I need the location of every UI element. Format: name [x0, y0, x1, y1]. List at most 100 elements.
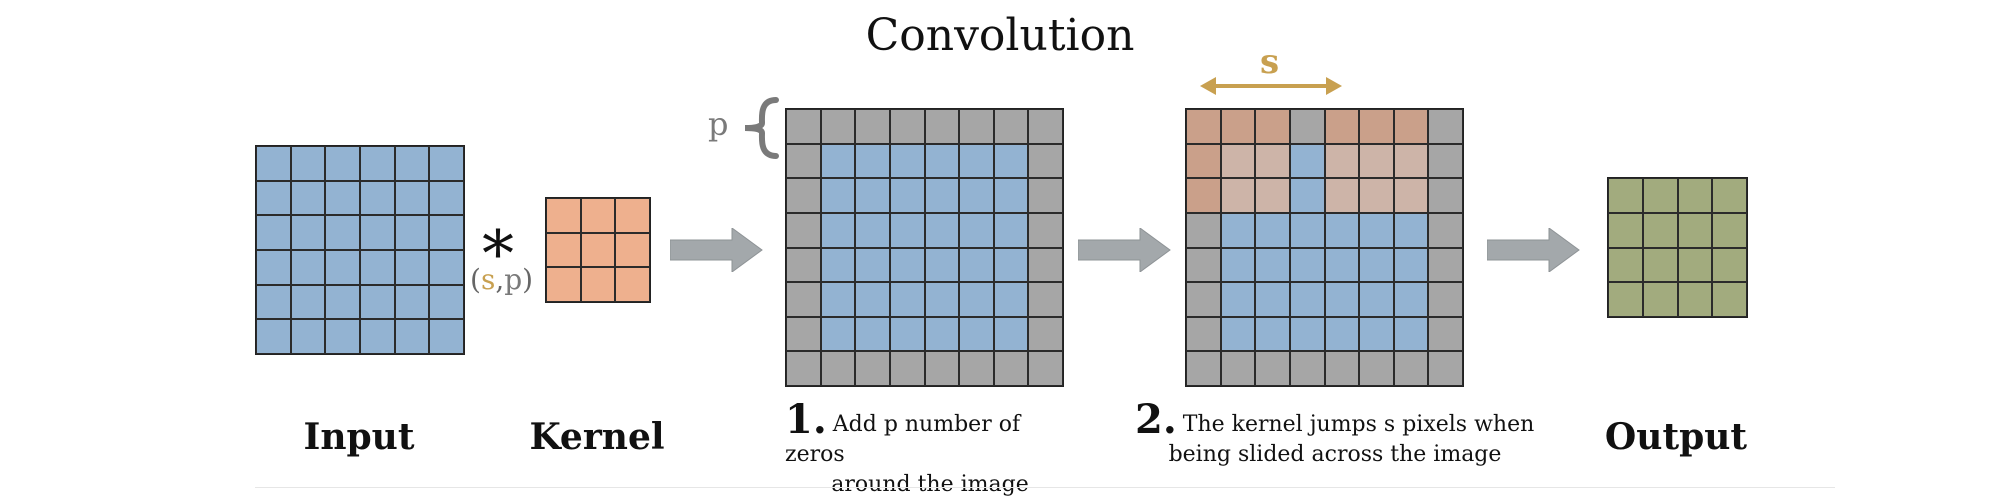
grid-cell — [1028, 316, 1063, 352]
grid-cell — [1186, 143, 1221, 179]
grid-cell — [786, 282, 821, 317]
grid-cell — [1393, 247, 1429, 283]
param-s: s — [480, 263, 496, 296]
grid-cell — [394, 319, 430, 354]
kernel-grid — [545, 197, 651, 303]
grid-cell — [394, 215, 430, 250]
bottom-divider — [255, 487, 1835, 488]
grid-cell — [1289, 109, 1325, 144]
grid-cell — [360, 215, 395, 250]
grid-cell — [993, 143, 1029, 179]
output-grid — [1607, 177, 1748, 318]
grid-cell — [1677, 282, 1713, 317]
grid-cell — [1186, 212, 1221, 248]
grid-cell — [1289, 282, 1325, 317]
grid-cell — [290, 284, 326, 320]
grid-cell — [1608, 247, 1643, 283]
grid-cell — [1028, 143, 1063, 179]
grid-cell — [959, 282, 994, 317]
grid-cell — [820, 143, 856, 179]
grid-cell — [360, 319, 395, 354]
grid-cell — [889, 109, 925, 144]
grid-cell — [1220, 143, 1256, 179]
grid-cell — [256, 215, 291, 250]
grid-cell — [924, 143, 960, 179]
grid-cell — [924, 316, 960, 352]
grid-cell — [855, 178, 890, 213]
grid-cell — [786, 316, 821, 352]
grid-cell — [1255, 282, 1290, 317]
grid-cell — [360, 284, 395, 320]
step-1-line-2: around the image — [831, 472, 1029, 497]
arrow-right-icon — [670, 228, 763, 272]
grid-cell — [855, 212, 890, 248]
grid-cell — [1642, 212, 1678, 248]
grid-cell — [1220, 282, 1256, 317]
grid-cell — [1428, 212, 1463, 248]
grid-cell — [924, 247, 960, 283]
grid-cell — [325, 284, 360, 320]
grid-cell — [325, 215, 360, 250]
grid-cell — [1186, 351, 1221, 386]
grid-cell — [1642, 282, 1678, 317]
grid-cell — [820, 212, 856, 248]
grid-cell — [1324, 109, 1360, 144]
grid-cell — [1255, 351, 1290, 386]
kernel-label: Kernel — [529, 416, 665, 458]
grid-cell — [786, 143, 821, 179]
grid-cell — [1428, 109, 1463, 144]
grid-cell — [1186, 282, 1221, 317]
grid-cell — [820, 351, 856, 386]
grid-cell — [1393, 178, 1429, 213]
grid-cell — [1359, 247, 1394, 283]
grid-cell — [1255, 109, 1290, 144]
grid-cell — [290, 319, 326, 354]
grid-cell — [1186, 247, 1221, 283]
step-2-number: 2. — [1135, 396, 1177, 443]
grid-cell — [993, 178, 1029, 213]
grid-cell — [1324, 282, 1360, 317]
grid-cell — [1428, 316, 1463, 352]
grid-cell — [1712, 247, 1747, 283]
grid-cell — [924, 178, 960, 213]
grid-cell — [429, 146, 464, 181]
grid-cell — [855, 282, 890, 317]
grid-cell — [924, 212, 960, 248]
grid-cell — [1220, 109, 1256, 144]
output-label: Output — [1604, 416, 1748, 458]
grid-cell — [959, 316, 994, 352]
grid-cell — [1028, 212, 1063, 248]
grid-cell — [1255, 316, 1290, 352]
grid-cell — [580, 198, 616, 233]
grid-cell — [360, 180, 395, 216]
grid-cell — [394, 180, 430, 216]
curly-brace-icon — [744, 97, 779, 159]
grid-cell — [1428, 282, 1463, 317]
grid-cell — [1289, 212, 1325, 248]
grid-cell — [1712, 282, 1747, 317]
stride-label: s — [1260, 42, 1280, 82]
grid-cell — [256, 146, 291, 181]
grid-cell — [959, 247, 994, 283]
grid-cell — [615, 198, 650, 233]
convolution-operator: * — [482, 218, 514, 292]
grid-cell — [1393, 282, 1429, 317]
grid-cell — [1289, 143, 1325, 179]
open-paren: ( — [470, 263, 481, 296]
grid-cell — [1255, 178, 1290, 213]
grid-cell — [615, 267, 650, 302]
double-arrow-icon — [1200, 77, 1342, 95]
grid-cell — [1028, 282, 1063, 317]
param-comma: , — [495, 263, 505, 296]
grid-cell — [889, 351, 925, 386]
step-2-line-1: The kernel jumps s pixels when — [1182, 412, 1535, 437]
grid-cell — [889, 316, 925, 352]
step-1-line-1: Add p number of zeros — [785, 412, 1021, 467]
grid-cell — [1028, 178, 1063, 213]
grid-cell — [1289, 247, 1325, 283]
grid-cell — [429, 250, 464, 285]
input-label: Input — [303, 416, 415, 458]
grid-cell — [1359, 316, 1394, 352]
grid-cell — [1608, 178, 1643, 213]
grid-cell — [290, 180, 326, 216]
